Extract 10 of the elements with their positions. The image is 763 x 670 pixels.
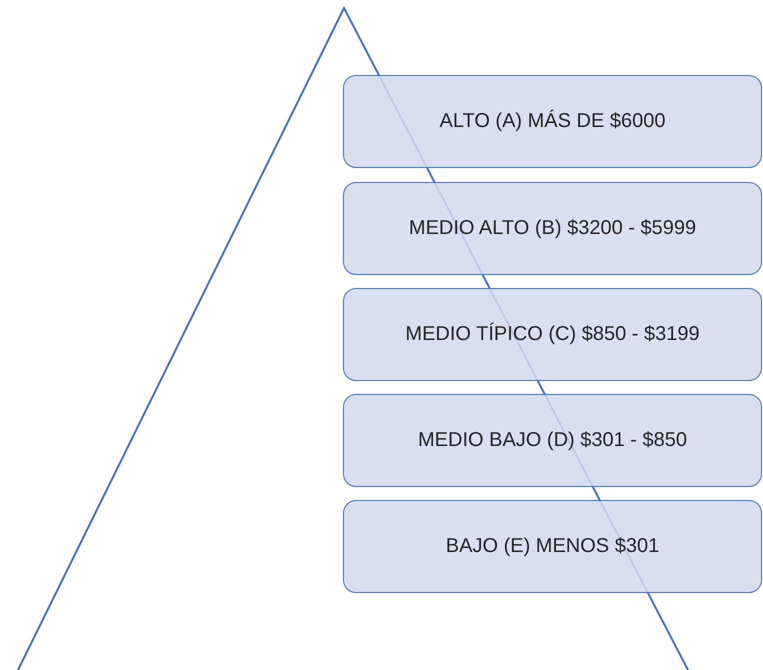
level-box (343, 182, 762, 275)
level-box (343, 394, 762, 487)
level-label: MEDIO BAJO (D) $301 - $850 (418, 429, 687, 452)
level-box (343, 75, 762, 168)
level-label: BAJO (E) MENOS $301 (446, 535, 660, 558)
level-box (343, 500, 762, 593)
level-label: MEDIO ALTO (B) $3200 - $5999 (408, 217, 696, 240)
level-box (343, 288, 762, 381)
level-label: ALTO (A) MÁS DE $6000 (439, 110, 666, 133)
level-label: MEDIO TÍPICO (C) $850 - $3199 (405, 323, 700, 346)
